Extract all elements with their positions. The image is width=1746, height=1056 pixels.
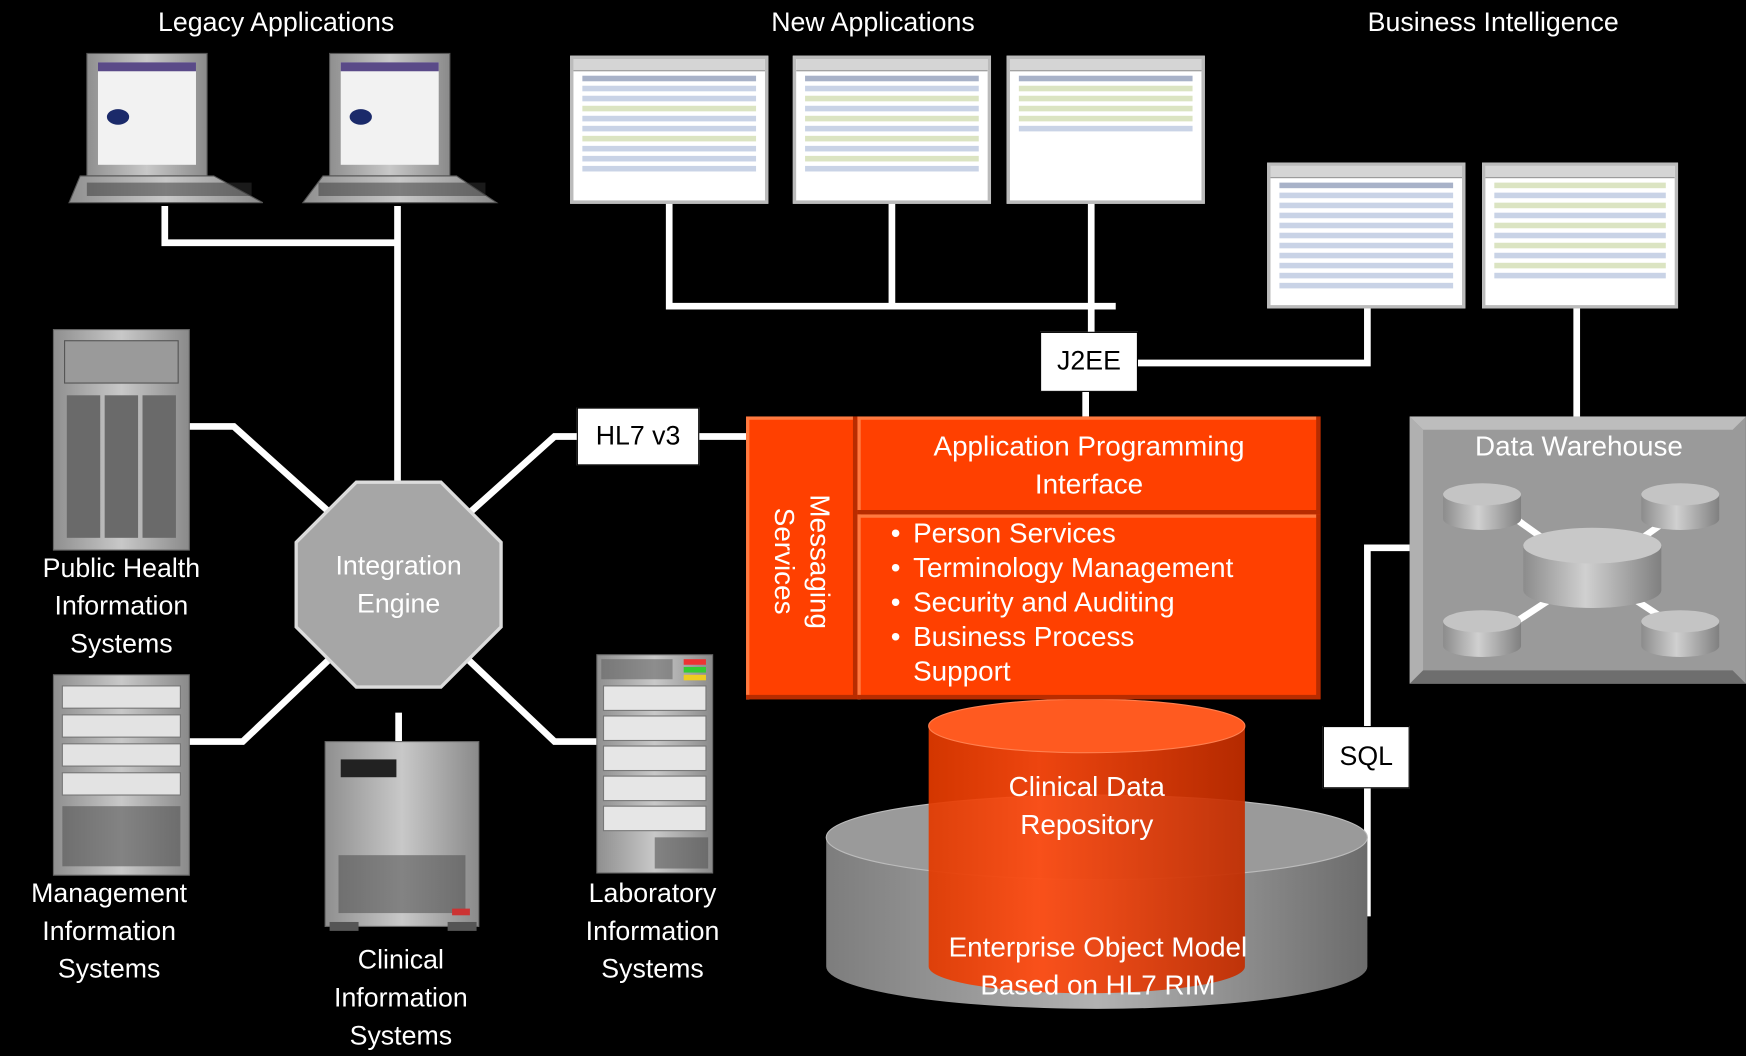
- laptop-icon: [68, 52, 264, 204]
- data-warehouse-box: [1409, 416, 1746, 684]
- wire-bi-1: [1135, 308, 1371, 367]
- cdr-cylinder: [928, 697, 1246, 994]
- wire-legacy-1: [161, 205, 398, 247]
- management-label: Management Information Systems: [31, 878, 188, 985]
- j2ee-label: J2EE: [1040, 331, 1138, 392]
- sql-label: SQL: [1322, 726, 1410, 789]
- laboratory-label: Laboratory Information Systems: [585, 878, 720, 985]
- wire-dw-sql: [1364, 544, 1410, 727]
- wire-new-apps: [665, 203, 1116, 310]
- services-block: Person Services Terminology Management S…: [857, 514, 1321, 700]
- new-app-screenshot: [792, 55, 992, 204]
- service-item: Security and Auditing: [886, 586, 1320, 621]
- legacy-applications-header: Legacy Applications: [158, 7, 395, 38]
- service-item: Terminology Management: [886, 551, 1320, 586]
- wire-laboratory: [465, 656, 600, 745]
- integration-engine-octagon: [294, 480, 503, 689]
- service-item: Person Services: [886, 517, 1320, 552]
- clinical-label: Clinical Information Systems: [334, 945, 468, 1052]
- new-applications-header: New Applications: [771, 7, 975, 38]
- services-list: Person Services Terminology Management S…: [886, 517, 1320, 690]
- integration-engine-label: Integration Engine: [335, 551, 462, 620]
- bi-report-screenshot: [1267, 162, 1466, 309]
- server-cabinet-icon: [324, 741, 480, 931]
- new-app-screenshot: [570, 55, 769, 204]
- server-rack-icon: [52, 674, 190, 876]
- wire-group: [161, 203, 1581, 917]
- hl7-v3-label: HL7 v3: [576, 407, 700, 466]
- public-health-label: Public Health Information Systems: [42, 553, 201, 660]
- server-tower-icon: [52, 329, 190, 551]
- service-item: Business Process Support: [886, 620, 1320, 689]
- cdr-label: Clinical Data Repository: [1008, 771, 1165, 841]
- bi-dashboard-screenshot: [1482, 162, 1679, 309]
- business-intelligence-header: Business Intelligence: [1367, 7, 1619, 38]
- messaging-services-block: Messaging Services: [746, 416, 858, 700]
- messaging-services-label: Messaging Services: [768, 493, 836, 629]
- database-icon: [1443, 483, 1720, 657]
- api-block: Application Programming Interface: [857, 416, 1321, 515]
- api-title: Application Programming Interface: [933, 430, 1245, 500]
- new-app-screenshot: [1006, 55, 1205, 204]
- wire-management: [189, 654, 335, 745]
- wire-hl7-left: [465, 433, 580, 517]
- data-warehouse-label: Data Warehouse: [1475, 430, 1683, 463]
- server-lab-icon: [596, 654, 714, 874]
- eom-label: Enterprise Object Model Based on HL7 RIM: [948, 931, 1248, 1002]
- wire-public-health: [189, 423, 335, 517]
- laptop-icon: [301, 52, 499, 204]
